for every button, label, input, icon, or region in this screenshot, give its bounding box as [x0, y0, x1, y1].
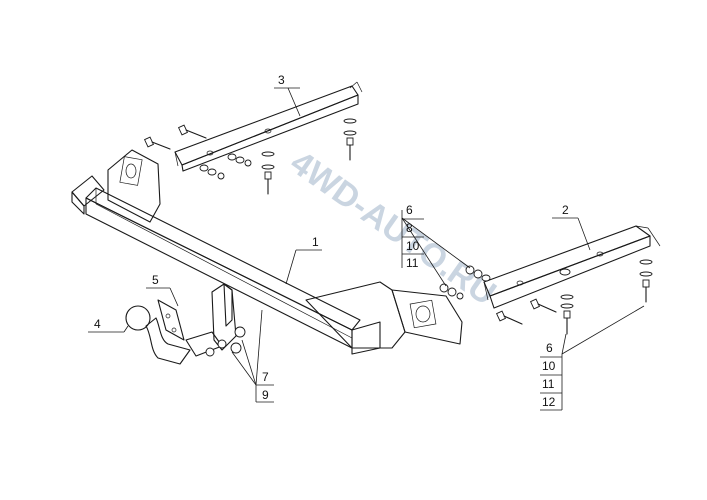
mounting-plate-5 [157, 299, 185, 341]
tow-ball-4 [125, 305, 151, 331]
callout-5: 5 [152, 273, 159, 287]
callout-right-stack-1: 10 [542, 359, 556, 373]
callout-left-stack-2: 10 [406, 239, 420, 253]
callout-2: 2 [562, 203, 569, 217]
callout-1: 1 [312, 235, 319, 249]
bracket-3 [174, 81, 363, 172]
watermark: 4WD-AUTO.RU [283, 143, 502, 312]
callout-bottom-stack-1: 9 [262, 388, 269, 402]
callout-left-stack-3: 11 [406, 256, 419, 270]
bracket-2-fasteners [439, 259, 653, 335]
tow-ball-assembly [125, 299, 246, 365]
callout-left-stack-1: 8 [406, 221, 413, 235]
callout-left-stack-0: 6 [406, 203, 413, 217]
callout-bottom-stack-0: 7 [262, 370, 269, 384]
callout-4: 4 [94, 317, 101, 331]
callout-right-stack-3: 12 [542, 395, 556, 409]
callout-right-stack-2: 11 [542, 377, 555, 391]
crossbar-1 [71, 149, 463, 355]
callout-3: 3 [278, 73, 285, 87]
bracket-2 [483, 225, 661, 309]
bracket-3-fasteners [143, 118, 357, 195]
callouts: 3 1 2 5 4 6 8 10 11 6 10 11 12 7 9 [94, 73, 569, 411]
leader-lines [88, 87, 645, 410]
callout-right-stack-0: 6 [546, 341, 553, 355]
